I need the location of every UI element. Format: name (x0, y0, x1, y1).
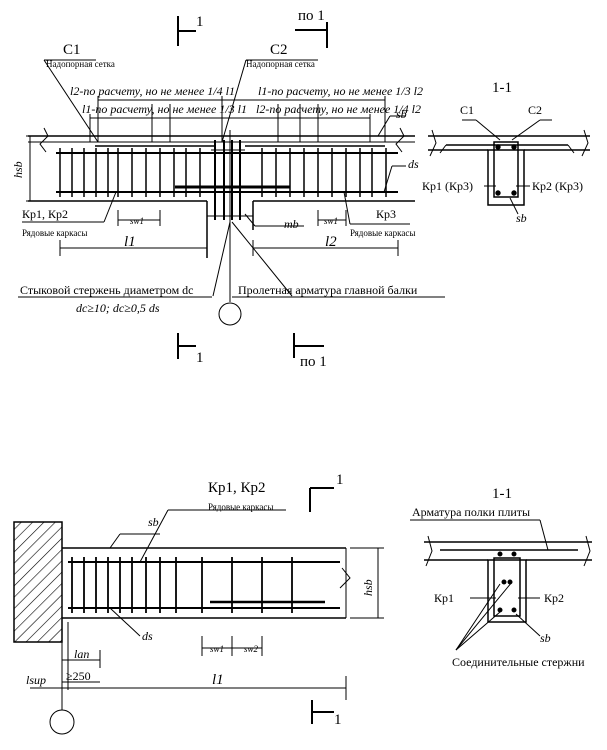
sb-label: sb (396, 107, 407, 121)
kp3-caption: Рядовые каркасы (350, 228, 415, 238)
top-elevation (18, 16, 445, 359)
hsb-label: hsb (11, 161, 25, 178)
section-mark-bottom-left (177, 333, 196, 359)
mesh-dim-label: l2-по расчету, но не менее 1/4 l1 (70, 84, 235, 98)
kp1-label: Кр1 (Кр3) (422, 179, 473, 193)
c1-label: C1 (63, 42, 81, 58)
stirrups-right (261, 148, 387, 197)
kp12-label: Кр1, Кр2 (22, 207, 68, 221)
ds-label: ds (142, 629, 153, 643)
sb-label: sb (516, 211, 527, 225)
section-mark-label: 1 (336, 472, 344, 488)
bottom-elevation (13, 487, 384, 735)
hsb-dimension (26, 135, 34, 202)
sw1-label: sw1 (324, 216, 338, 226)
lsup-label: lsup (26, 673, 46, 687)
section-mark-label: 1 (196, 350, 204, 366)
ds-label: ds (408, 157, 419, 171)
sb-label: sb (148, 515, 159, 529)
l2-label: l2 (325, 234, 337, 250)
c2-caption: Надопорная сетка (246, 59, 315, 69)
l1-label: l1 (212, 672, 224, 688)
section-mark-label: по 1 (298, 8, 325, 24)
mesh-dim-label: l1-по расчету, но не менее 1/3 l1 (82, 102, 247, 116)
support-stirrups (211, 140, 245, 220)
kp2-label: Кр2 (544, 591, 564, 605)
hsb-label: hsb (361, 579, 375, 596)
kp12-caption: Рядовые каркасы (22, 228, 87, 238)
butt-bar-condition: dc≥10; dc≥0,5 ds (76, 301, 160, 315)
support-wall (13, 521, 63, 643)
connecting-bars-label: Соединительные стержни (452, 655, 585, 669)
kp12-label: Кр1, Кр2 (208, 480, 266, 496)
kp12-caption: Рядовые каркасы (208, 502, 273, 512)
min250-label: ≥250 (66, 669, 91, 683)
c2-label: C2 (528, 103, 542, 117)
kp2-label: Кр2 (Кр3) (532, 179, 583, 193)
section-mark-top-right (295, 22, 328, 48)
sb-label: sb (540, 631, 551, 645)
section-mark-top-left (177, 16, 196, 46)
sb-ds-leaders (377, 115, 406, 193)
kp-leaders (22, 191, 410, 227)
main-beam-axis (18, 130, 445, 326)
span-rebar-label: Пролетная арматура главной балки (238, 283, 418, 297)
kp1-label: Кр1 (434, 591, 454, 605)
section-title: 1-1 (492, 486, 512, 502)
sw2-label: sw2 (244, 644, 259, 654)
lan-label: lan (74, 647, 89, 661)
mb-label: mb (284, 217, 299, 231)
c1-label: C1 (460, 103, 474, 117)
butt-bar-label: Стыковой стержень диаметром dc (20, 283, 193, 297)
span-dimensions (59, 210, 399, 256)
sw1-label: sw1 (210, 644, 224, 654)
kp3-label: Кр3 (376, 207, 396, 221)
section-mark-label: по 1 (300, 354, 327, 370)
section-mark-bottom-right (293, 333, 324, 358)
section-mark-label: 1 (334, 712, 342, 728)
c2-label: C2 (270, 42, 288, 58)
c1-caption: Надопорная сетка (46, 59, 115, 69)
l1-label: l1 (124, 234, 136, 250)
section-mark-label: 1 (196, 14, 204, 30)
stirrups (71, 557, 293, 613)
slab-rebar-label: Арматура полки плиты (412, 505, 530, 519)
sw1-label: sw1 (130, 216, 144, 226)
mesh-dimension-lines (43, 59, 386, 143)
top-cross-section (428, 119, 590, 215)
stirrups-left (59, 148, 201, 197)
bottom-cross-section (410, 519, 592, 651)
section-title: 1-1 (492, 80, 512, 96)
mesh-dim-label: l2-по расчету, но не менее 1/4 l2 (256, 102, 421, 116)
mesh-dim-label: l1-по расчету, но не менее 1/3 l2 (258, 84, 423, 98)
